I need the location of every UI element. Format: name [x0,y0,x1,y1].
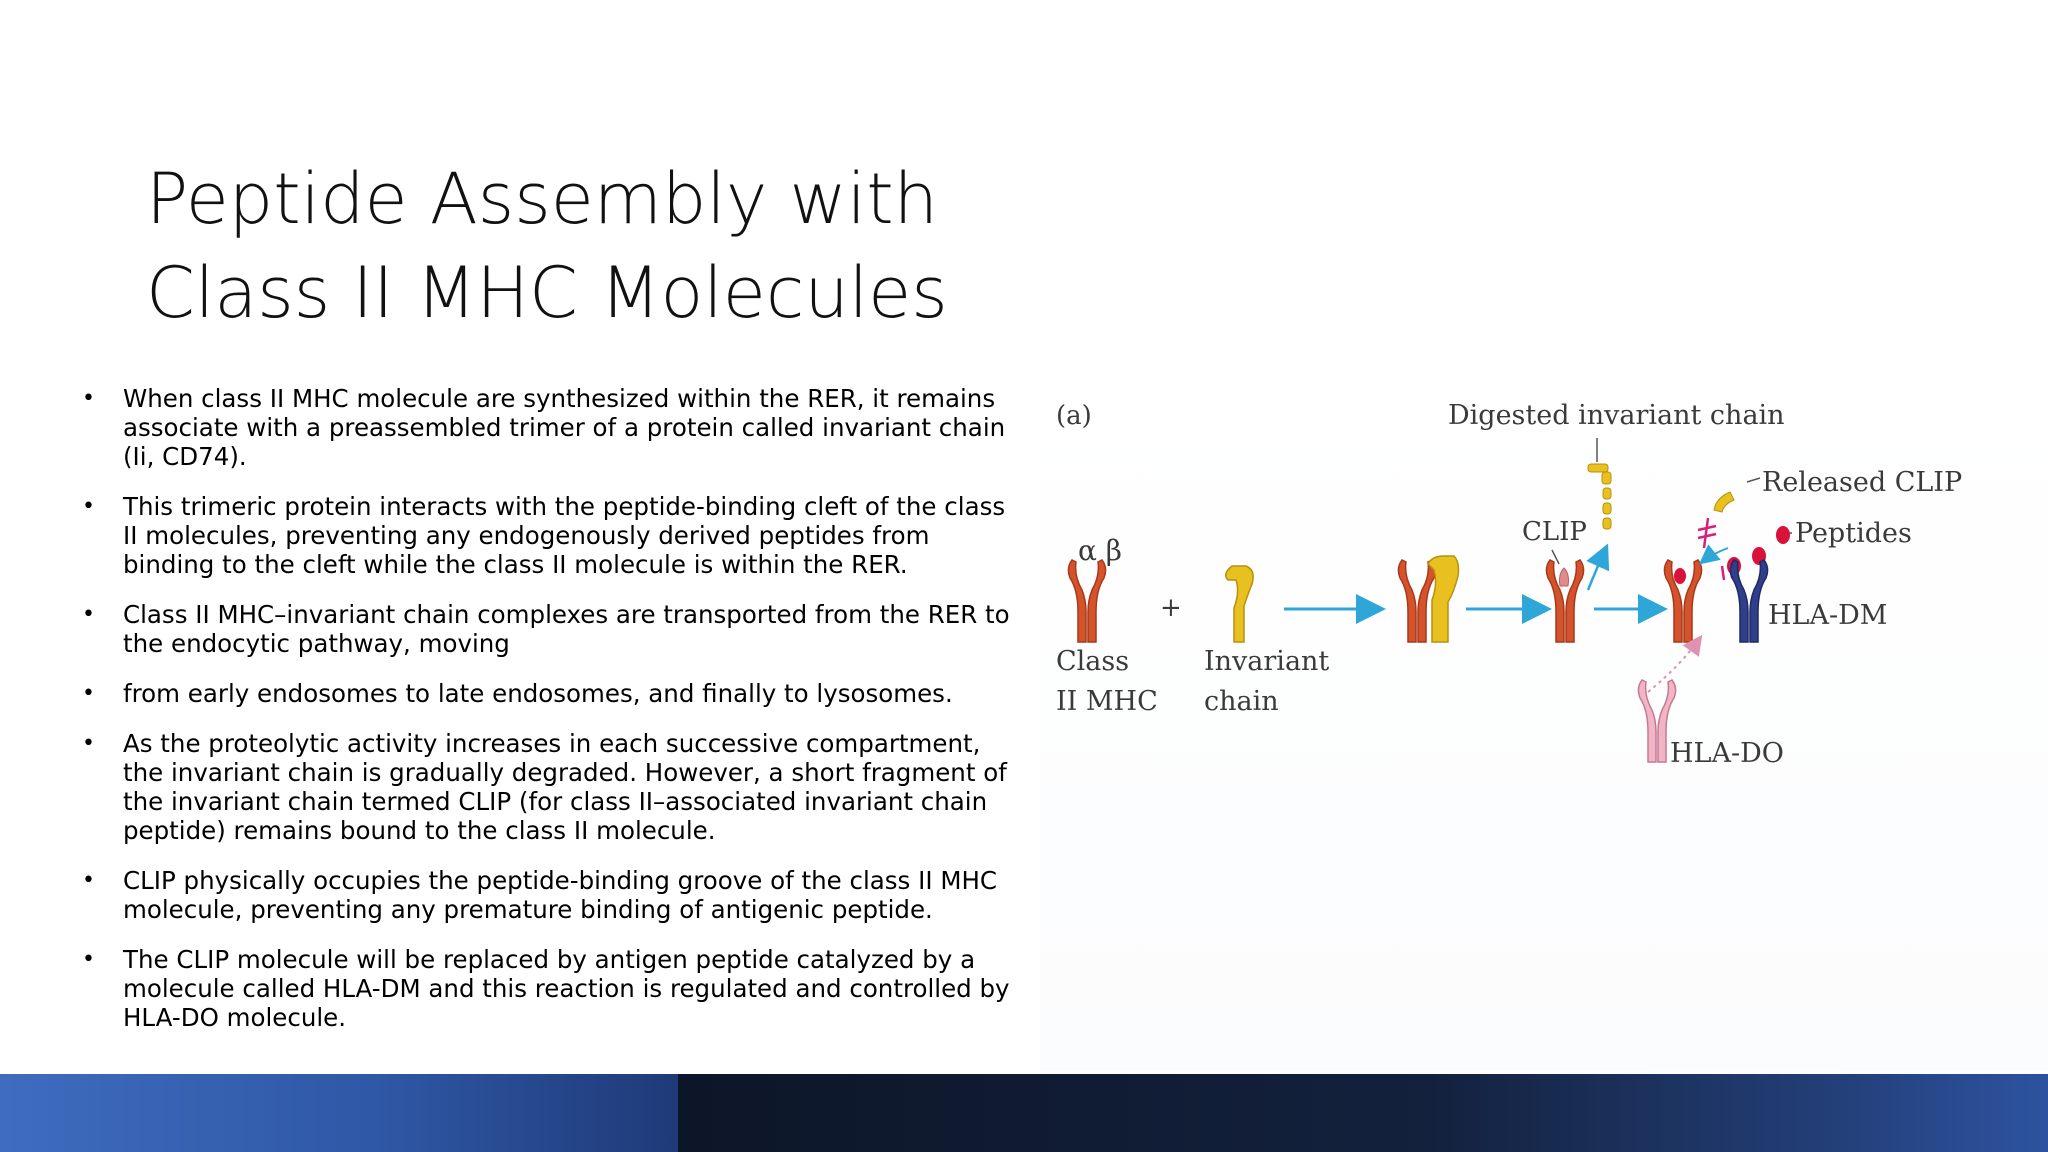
hla-do-shape [1637,679,1677,763]
mhc-peptide-complex-shape [1663,559,1703,643]
digested-invariant-label: Digested invariant chain [1448,400,1785,431]
plus-sign: + [1160,593,1182,623]
bullet-text: Class II MHC–invariant chain complexes a… [123,600,1010,658]
invariant-chain-label-2: chain [1204,686,1279,717]
clip-leader-line [1551,549,1560,565]
bullet-list: • When class II MHC molecule are synthesi… [82,384,1012,1053]
class-mhc-label-2: II MHC [1056,686,1158,717]
footer-bar-left [0,1074,678,1152]
bullet-dot: • [82,947,95,972]
digested-invariant-chain-shape [1587,463,1612,530]
released-clip-label: Released CLIP [1762,467,1962,498]
bullet-dot: • [82,494,95,519]
bullet-dot: • [82,386,95,411]
slide-title: Peptide Assembly with Class II MHC Molec… [146,152,1046,340]
hla-do-label: HLA-DO [1670,738,1784,769]
diagram-svg: (a) α β + Class II MHC Invariant chain D… [1056,400,1962,769]
hla-dm-label: HLA-DM [1768,600,1887,631]
arrow-hla-do [1647,634,1703,693]
bullet-text: CLIP physically occupies the peptide-bin… [123,866,998,924]
bullet-item: • from early endosomes to late endosomes,… [82,679,1012,708]
bullet-item: • When class II MHC molecule are synthesi… [82,384,1012,471]
bullet-dot: • [82,731,95,756]
hla-dm-shape [1729,559,1769,643]
bullet-text: This trimeric protein interacts with the… [123,492,1006,579]
invariant-chain-label-1: Invariant [1204,646,1329,677]
slide-title-line-2: Class II MHC Molecules [146,252,948,334]
bullet-item: • Class II MHC–invariant chain complexes … [82,600,1012,658]
released-clip-leader-line [1746,477,1761,483]
bullet-dot: • [82,681,95,706]
class-ii-mhc-shape [1067,559,1107,643]
arrow-exchange [1698,544,1729,565]
bullet-text: from early endosomes to late endosomes, … [123,679,953,708]
panel-label: (a) [1056,401,1092,431]
bullet-text: The CLIP molecule will be replaced by an… [123,945,1010,1032]
bullet-item: • As the proteolytic activity increases i… [82,729,1012,845]
class-mhc-label-1: Class [1056,646,1129,677]
bullet-text: When class II MHC molecule are synthesiz… [123,384,1006,471]
bullet-item: • The CLIP molecule will be replaced by a… [82,945,1012,1032]
slide-title-line-1: Peptide Assembly with [146,158,939,240]
peptides-label: Peptides [1795,518,1912,549]
bullet-dot: • [82,868,95,893]
bullet-item: • CLIP physically occupies the peptide-bi… [82,866,1012,924]
released-clip-shape [1713,491,1735,513]
bullet-dot: • [82,602,95,627]
footer-bar [0,1074,2048,1152]
clip-label: CLIP [1522,517,1587,547]
mhc-invariant-complex-shape [1397,555,1460,643]
mhc-assembly-diagram: (a) α β + Class II MHC Invariant chain D… [1040,380,2048,1070]
invariant-chain-shape [1225,565,1254,643]
arrow-digest [1586,543,1610,591]
footer-bar-right [678,1074,2048,1152]
bullet-text: As the proteolytic activity increases in… [123,729,1007,845]
bullet-item: • This trimeric protein interacts with th… [82,492,1012,579]
mhc-clip-complex-shape [1545,559,1585,643]
